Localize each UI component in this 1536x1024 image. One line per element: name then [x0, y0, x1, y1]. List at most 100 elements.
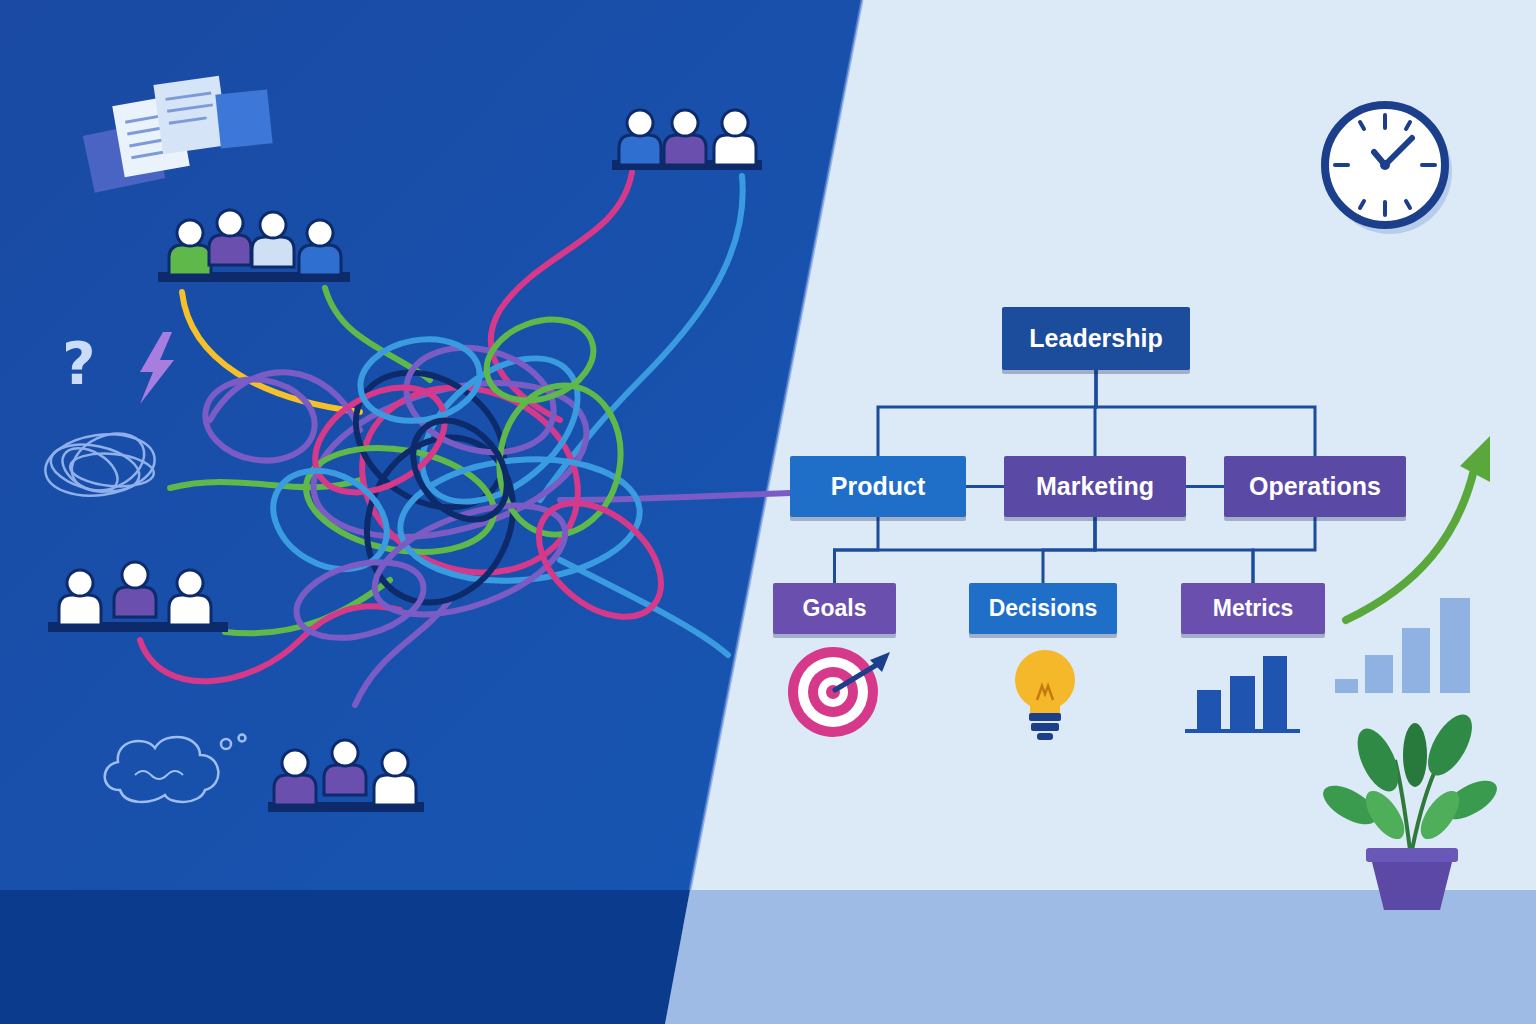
plant-icon-part: [1366, 848, 1458, 862]
plant-icon: [1317, 708, 1503, 910]
document-lines-part: [131, 152, 163, 158]
clock-face: [1325, 105, 1445, 225]
target-icon-part: [808, 667, 858, 717]
target-icon-part: [818, 677, 848, 707]
clock-ticks-part: [1406, 122, 1410, 129]
scribble-symbol-part: [55, 439, 125, 500]
clock-icon: [1325, 105, 1452, 234]
lightbulb-icon: [1015, 650, 1075, 740]
bar-chart-icon-part: [1230, 676, 1255, 730]
person: [209, 210, 251, 265]
box-label: Product: [831, 472, 925, 501]
left-background: [0, 0, 862, 890]
org-connector: [1095, 517, 1253, 583]
org-box: Operations: [1224, 456, 1406, 517]
scribble-symbol: [41, 422, 158, 502]
tangle-line: [560, 493, 790, 500]
lightbulb-icon-part: [1037, 686, 1053, 700]
org-connector-part: [1096, 370, 1315, 456]
clock-ticks-part: [1383, 115, 1387, 128]
right-floor: [665, 890, 1536, 1024]
person: [324, 740, 366, 795]
plant-icon-part: [1372, 862, 1452, 910]
person: [274, 750, 316, 805]
growth-bars-part: [1440, 598, 1470, 693]
target-icon-part: [788, 647, 878, 737]
clock-hand: [1385, 138, 1412, 165]
org-box: Product: [790, 456, 966, 517]
org-connector: [835, 517, 1096, 583]
tangle-loop: [297, 366, 463, 514]
person: [299, 220, 341, 275]
lightning-symbol: [140, 332, 174, 404]
person: [114, 562, 156, 617]
people-group: [158, 210, 350, 282]
box-label: Operations: [1249, 472, 1381, 501]
clock-ticks-part: [1422, 163, 1435, 167]
people-group: [612, 110, 762, 170]
clock-pin: [1380, 160, 1390, 170]
box-label: Marketing: [1036, 472, 1154, 501]
org-connector: [878, 370, 1096, 456]
people-group: [48, 562, 228, 632]
document-lines-part: [167, 105, 213, 111]
clock-ticks-part: [1383, 202, 1387, 215]
growth-bars-part: [1335, 679, 1358, 693]
clock-ticks-part: [1406, 201, 1410, 208]
tangled-lines: [140, 172, 790, 705]
org-connector-part: [1186, 485, 1224, 488]
thought-cloud-part: [135, 771, 183, 779]
org-connector-part: [966, 485, 1004, 488]
document: [215, 89, 272, 148]
org-connector-part: [1095, 517, 1253, 583]
document-lines-part: [169, 118, 207, 123]
org-connector-part: [835, 517, 1096, 583]
tangle-loop: [354, 330, 486, 430]
tangle-loop: [517, 481, 682, 640]
question-mark: ?: [62, 330, 96, 398]
document: [153, 76, 228, 155]
org-connector: [1186, 486, 1224, 487]
bar-chart-icon-part: [1263, 656, 1287, 730]
thought-cloud: [105, 735, 246, 802]
thought-cloud-part: [221, 739, 231, 749]
org-connector-part: [1253, 517, 1315, 583]
org-box: Leadership: [1002, 307, 1190, 370]
target-icon-part: [870, 652, 890, 672]
tangle-loop: [256, 451, 405, 589]
person: [664, 110, 706, 165]
plant-icon-part: [1358, 785, 1411, 846]
org-connector: [1253, 517, 1315, 583]
clock-ticks-part: [1335, 163, 1348, 167]
thought-cloud-part: [239, 735, 246, 742]
tangle-loop: [199, 371, 321, 469]
org-connector-part: [878, 370, 1096, 456]
tangle-loop: [288, 549, 432, 650]
documents-icon: [83, 76, 273, 193]
plant-icon-part: [1403, 723, 1427, 787]
lightbulb-icon-part: [1031, 723, 1059, 731]
divider-seam: [690, 0, 862, 890]
bar-chart-icon: [1185, 656, 1300, 733]
org-box: Goals: [773, 583, 896, 634]
people-group: [268, 740, 424, 812]
lightbulb-icon-part: [1037, 733, 1053, 740]
lightbulb-icon-part: [1030, 695, 1060, 713]
box-label: Leadership: [1029, 324, 1162, 353]
plant-icon-part: [1413, 785, 1466, 846]
bar-chart-icon-part: [1185, 729, 1300, 733]
org-connector: [1096, 370, 1315, 456]
org-connector: [1043, 517, 1095, 583]
lightbulb-icon-part: [1029, 713, 1061, 721]
clock-ticks: [1335, 115, 1435, 215]
person: [169, 220, 211, 275]
target-icon-part: [835, 664, 878, 690]
target-icon-part: [798, 657, 868, 727]
clock-ticks-part: [1360, 201, 1364, 208]
document-lines: [166, 93, 215, 123]
clock-ticks-part: [1360, 122, 1364, 129]
org-connector-part: [1043, 517, 1095, 583]
